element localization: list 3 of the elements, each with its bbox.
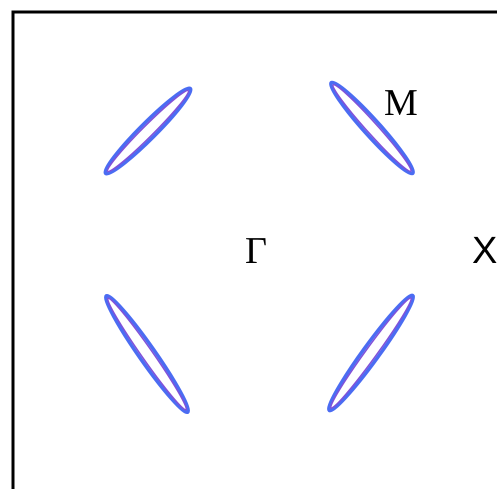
point-label: Γ xyxy=(245,232,267,270)
point-label: M xyxy=(384,84,418,122)
point-label: X xyxy=(472,232,497,270)
